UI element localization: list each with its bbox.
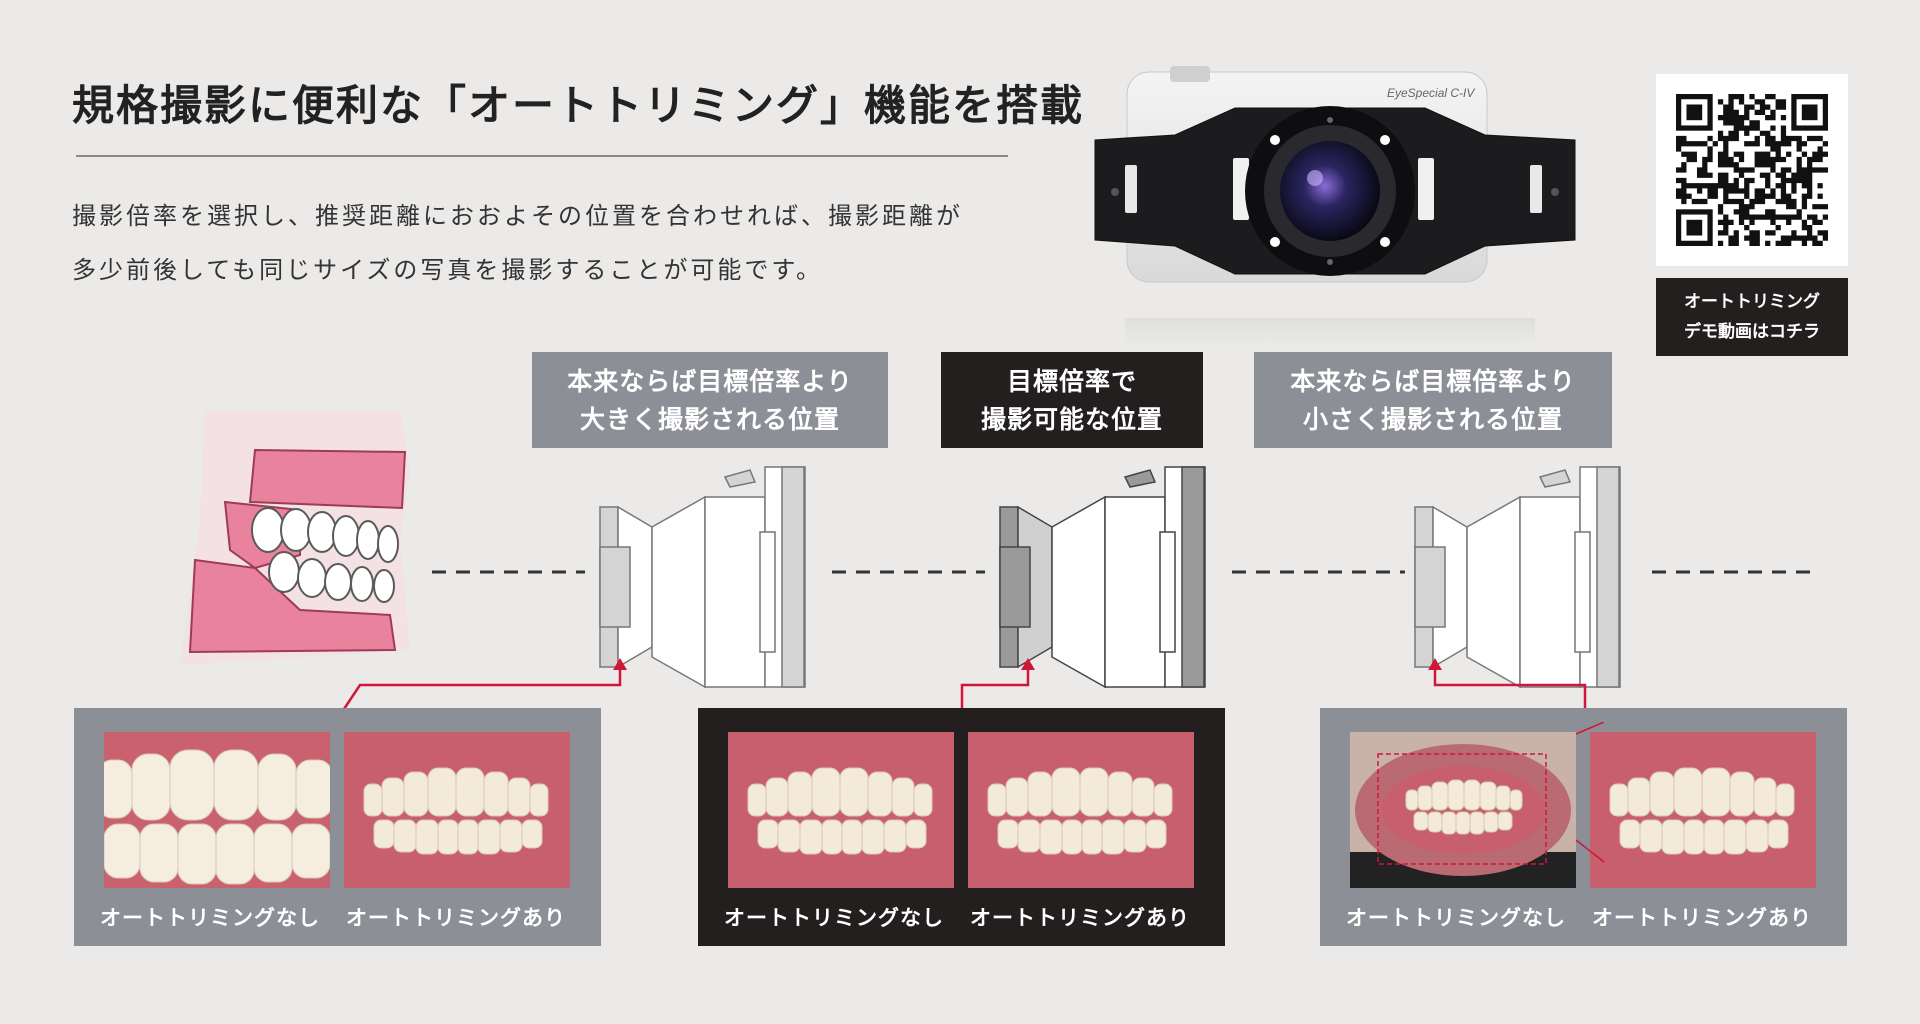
position-label-line-1: 本来ならば目標倍率より <box>567 367 853 396</box>
caption-with-trimming: オートトリミングあり <box>970 906 1190 930</box>
position-label-line-2: 撮影可能な位置 <box>980 405 1163 434</box>
position-label-too-close: 本来ならば目標倍率より 大きく撮影される位置 <box>532 352 888 448</box>
title-divider <box>76 155 1008 157</box>
description-line-1: 撮影倍率を選択し、推奨距離におおよその位置を合わせれば、撮影距離が <box>72 202 963 230</box>
teeth-photo-without-trimming <box>104 732 330 888</box>
camera-diagram-far <box>1414 466 1621 688</box>
teeth-photo-without-trimming <box>1350 732 1576 888</box>
teeth-photo-without-trimming <box>728 732 954 888</box>
description-line-2: 多少前後しても同じサイズの写真を撮影することが可能です。 <box>72 256 823 284</box>
camera-diagram-target <box>999 466 1206 688</box>
demo-video-link[interactable]: オートトリミング デモ動画はコチラ <box>1656 278 1848 356</box>
caption-with-trimming: オートトリミングあり <box>346 906 566 930</box>
position-label-line-2: 大きく撮影される位置 <box>579 405 840 434</box>
trim-guide-lines <box>1575 722 1605 863</box>
demo-video-label-line-1: オートトリミング <box>1684 292 1820 312</box>
qr-code[interactable] <box>1656 74 1848 266</box>
caption-without-trimming: オートトリミングなし <box>100 906 320 930</box>
photo-panel-too-close: オートトリミングなし オートトリミングあり <box>74 708 601 946</box>
teeth-photo-with-trimming <box>968 732 1194 888</box>
camera-brand-text: EyeSpecial C-IV <box>1387 86 1475 100</box>
position-label-line-1: 目標倍率で <box>1006 367 1137 396</box>
demo-video-label-line-2: デモ動画はコチラ <box>1684 322 1820 342</box>
teeth-photo-with-trimming <box>344 732 570 888</box>
position-label-line-2: 小さく撮影される位置 <box>1302 405 1563 434</box>
teeth-photo-with-trimming <box>1590 732 1816 888</box>
photo-panel-target: オートトリミングなし オートトリミングあり <box>698 708 1225 946</box>
photo-panel-too-far: オートトリミングなし オートトリミングあり <box>1320 708 1847 946</box>
position-label-too-far: 本来ならば目標倍率より 小さく撮影される位置 <box>1254 352 1612 448</box>
position-label-line-1: 本来ならば目標倍率より <box>1290 367 1576 396</box>
jaw-illustration <box>180 410 410 665</box>
camera-diagram-near <box>599 466 806 688</box>
caption-with-trimming: オートトリミングあり <box>1592 906 1812 930</box>
qr-code-icon <box>1676 94 1828 246</box>
caption-without-trimming: オートトリミングなし <box>724 906 944 930</box>
distance-diagram <box>0 390 1920 723</box>
position-label-target: 目標倍率で 撮影可能な位置 <box>941 352 1203 448</box>
camera-product-photo: EyeSpecial C-IV <box>1085 60 1585 360</box>
page-title: 規格撮影に便利な「オートトリミング」機能を搭載 <box>72 81 1085 130</box>
red-connectors <box>336 660 1587 719</box>
caption-without-trimming: オートトリミングなし <box>1346 906 1566 930</box>
